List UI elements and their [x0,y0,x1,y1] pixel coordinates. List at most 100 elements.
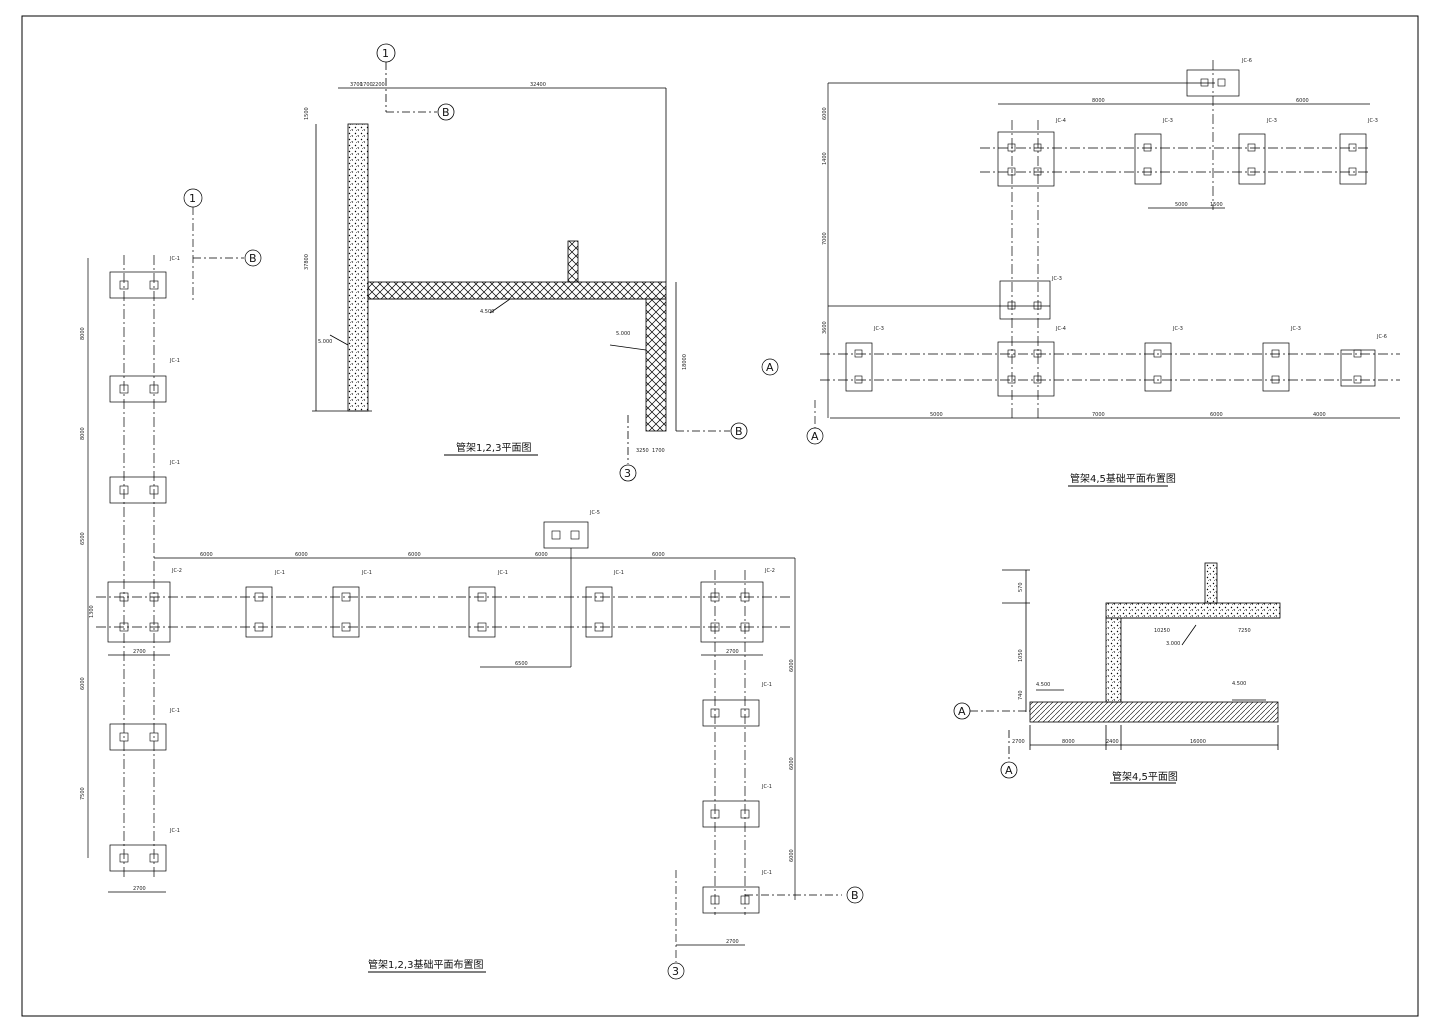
plan123-dim-top-offset: 1500 [304,107,310,120]
found123-dim-right-2: 6000 [789,757,795,770]
pipe-rack-123-plan [312,43,748,482]
tag-jc2-b: JC-2 [764,568,775,574]
found123-dim-top-2: 6000 [295,552,308,558]
axis-label-b-left: B [249,252,257,265]
plan45-elev-3: 4.500 [1232,681,1246,687]
plan123-dim-d3: 2200 [372,82,385,88]
tag-jc3-b: JC-3 [1266,118,1277,124]
plan123-dim-d2: 1700 [360,82,373,88]
found45-dim-bottom-4: 4000 [1313,412,1326,418]
found123-dim-top-1: 6000 [200,552,213,558]
tag-jc5-a: JC-5 [589,510,600,516]
found123-dim-top-4: 6000 [535,552,548,558]
axis-label-3-bottom: 3 [672,965,679,978]
plan45-dim-bottom-3: 2400 [1106,739,1119,745]
plan45-dim-bottom-1: 2700 [1012,739,1025,745]
tag-jc1-f: JC-1 [274,570,285,576]
tag-jc1-a: JC-1 [169,256,180,262]
tag-jc4-b: JC-4 [1055,326,1066,332]
tag-jc3-e: JC-3 [873,326,884,332]
tag-jc1-i: JC-1 [613,570,624,576]
axis-label-3-top: 3 [624,467,631,480]
found123-dim-left-3: 6500 [80,532,86,545]
axis-label-b-top: B [442,106,450,119]
found45-dim-top-1: 8000 [1092,98,1105,104]
axis-bubble-b-top [437,103,455,121]
pipe-rack-45-foundation [761,60,1400,445]
plan123-elev-2: 4.500 [480,309,494,315]
tag-jc2-a: JC-2 [171,568,182,574]
found123-dim-left-1: 8000 [80,327,86,340]
tag-jc3-g: JC-3 [1290,326,1301,332]
plan123-bottom-1: 3250 [636,448,649,454]
found45-title: 管架4,5基础平面布置图 [1070,472,1176,485]
found123-dim-2700-a: 2700 [133,886,146,892]
tag-jc6-a: JC-6 [1241,58,1252,64]
found123-dim-1300: 1300 [89,605,95,618]
footing-column-marks [119,280,750,905]
plan45-dim-top-1: 10250 [1154,628,1170,634]
plan123-bottom-2: 1700 [652,448,665,454]
tag-jc3-a: JC-3 [1162,118,1173,124]
axis-bubble-b-bottom [846,886,864,904]
plan45-dim-left-3: 740 [1018,690,1024,700]
footing-45-column-marks [854,78,1362,384]
found123-dim-right-1: 6000 [789,659,795,672]
found123-dim-2700-d: 2700 [726,939,739,945]
found123-dim-left-5: 7500 [80,787,86,800]
found45-dim-v3: 7000 [822,232,828,245]
found123-dim-top-5: 6000 [652,552,665,558]
plan45-dim-bottom-2: 8000 [1062,739,1075,745]
found123-dim-top-3: 6000 [408,552,421,558]
found123-dim-left-4: 6000 [80,677,86,690]
axis-label-1-left: 1 [189,192,196,205]
found45-dim-bottom-1: 5000 [930,412,943,418]
found123-dim-2700-c: 2700 [726,649,739,655]
tag-jc1-l: JC-1 [761,870,772,876]
plan123-dim-d1: 3700 [350,82,363,88]
plan123-title: 管架1,2,3平面图 [456,441,531,454]
found45-dim-v1: 6000 [822,107,828,120]
found45-dim-bottom-3: 6000 [1210,412,1223,418]
tag-jc6-b: JC-6 [1376,334,1387,340]
found45-dim-top-2: 6000 [1296,98,1309,104]
found123-dim-left-2: 8000 [80,427,86,440]
tag-jc3-d: JC-3 [1051,276,1062,282]
tag-jc1-c: JC-1 [169,460,180,466]
plan123-dim-top-span: 32400 [530,82,546,88]
axis-label-a-plan45-1: A [958,705,966,718]
tag-jc3-c: JC-3 [1367,118,1378,124]
plan123-dim-height-left: 37800 [304,254,310,270]
sheet-border [21,15,1419,1017]
found45-dim-top-4: 1500 [1210,202,1223,208]
plan45-title: 管架4,5平面图 [1112,770,1178,783]
axis-label-b-bottom: B [851,889,859,902]
found45-dim-top-3: 5000 [1175,202,1188,208]
plan45-elev-1: 4.500 [1036,682,1050,688]
axis-bubble-b-mid [730,422,748,440]
plan123-elev-1: 5.000 [318,339,332,345]
found123-dim-6500: 6500 [515,661,528,667]
axis-label-b-mid: B [735,425,743,438]
axis-bubble-b-left [244,249,262,267]
tag-jc1-e: JC-1 [169,828,180,834]
found123-dim-2700-b: 2700 [133,649,146,655]
plan45-dim-top-2: 7250 [1238,628,1251,634]
found123-title: 管架1,2,3基础平面布置图 [368,958,483,971]
tag-jc4-a: JC-4 [1055,118,1066,124]
found45-dim-v2: 1400 [822,152,828,165]
tag-jc1-j: JC-1 [761,682,772,688]
axis-bubble-3-bottom [667,962,685,980]
axis-bubble-3-top [619,464,637,482]
tag-jc1-b: JC-1 [169,358,180,364]
axis-bubble-a-right1 [761,358,779,376]
plan123-elev-4: 5.000 [616,331,630,337]
plan45-dim-left-1: 570 [1018,582,1024,592]
pipe-rack-45-plan [953,562,1281,779]
axis-bubble-a-plan45-2 [1000,761,1018,779]
pipe-rack-123-foundation [87,188,864,980]
found45-dim-v4: 3600 [822,321,828,334]
tag-jc1-k: JC-1 [761,784,772,790]
plan45-dim-bottom-4: 16000 [1190,739,1206,745]
